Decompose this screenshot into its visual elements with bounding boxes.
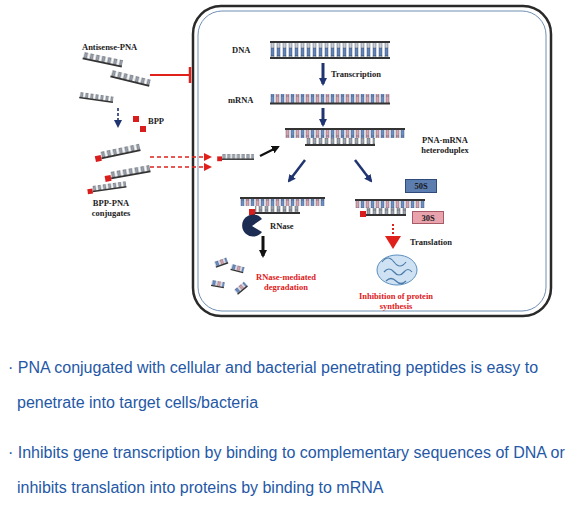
mrna-bases	[355, 201, 425, 208]
cell-wall	[193, 6, 551, 316]
bullet-text: · Inhibits gene transcription by binding…	[8, 435, 573, 505]
process-arrow	[322, 63, 325, 84]
fragment	[211, 280, 225, 288]
mrna-backbone	[240, 197, 325, 199]
molecule-label: mRNA	[228, 95, 254, 105]
subunit-label: 50S	[414, 181, 427, 191]
inhibition-line	[150, 74, 190, 76]
process-label: Transcription	[331, 69, 381, 79]
dna-backbone	[270, 57, 390, 59]
rnase-enzyme	[242, 214, 262, 236]
pna-backbone	[255, 212, 300, 214]
ribosome-subunit: 50S	[405, 179, 437, 193]
pna-strand	[83, 52, 123, 67]
mrna-backbone	[270, 103, 390, 105]
conjugation-arrow	[117, 108, 119, 126]
pna-backbone	[305, 144, 375, 146]
mrna-bases	[270, 94, 390, 103]
bullet-text: · PNA conjugated with cellular and bacte…	[8, 350, 573, 420]
molecule-label: BPP	[148, 116, 164, 126]
fragment	[231, 264, 245, 273]
pna-bases	[366, 208, 406, 214]
pna-strand	[110, 70, 150, 86]
entry-arrow	[150, 156, 210, 158]
bpp-pna-conjugate	[104, 165, 151, 182]
outcome-label: Inhibition of protein synthesis	[352, 291, 440, 311]
bpp-pna-conjugate	[217, 154, 254, 161]
pna-bases	[305, 138, 375, 144]
strand-label: BPP-PNA conjugates	[80, 198, 142, 218]
molecule-label: DNA	[232, 45, 250, 55]
mrna-bases	[240, 199, 325, 206]
bpp-pna-conjugate	[94, 144, 141, 162]
mrna-backbone	[285, 128, 405, 130]
inhibition-bar	[189, 67, 192, 83]
dna-bases	[270, 42, 390, 58]
bpp-square	[133, 116, 139, 122]
protein	[377, 255, 417, 285]
blocked-arrow	[392, 224, 394, 236]
bpp-square	[360, 211, 366, 217]
process-arrow	[262, 236, 265, 256]
molecule-label: PNA-mRNA heteroduplex	[410, 135, 480, 155]
strand-label: Antisense-PNA	[82, 42, 137, 52]
bpp-square	[140, 126, 146, 132]
pathway-arrow	[355, 160, 371, 181]
process-arrow	[322, 108, 325, 125]
outcome-label: RNase-mediated degradation	[248, 272, 324, 292]
bpp-pna-conjugate	[87, 181, 127, 194]
pna-strand	[79, 92, 113, 102]
bpp-square	[249, 209, 255, 215]
dna-backbone	[270, 41, 390, 43]
cell-membrane	[198, 11, 546, 311]
enzyme-label: RNase	[270, 221, 294, 231]
binding-arrow	[260, 147, 278, 156]
pathway-arrow	[289, 160, 305, 181]
ribosome-subunit: 30S	[412, 211, 444, 224]
fragment	[214, 258, 228, 268]
entry-arrow	[150, 166, 210, 168]
blocked-arrow-head	[385, 236, 401, 249]
fragment	[234, 282, 247, 295]
mrna-backbone	[355, 199, 425, 201]
protein-fold	[382, 258, 412, 284]
process-label: Translation	[410, 237, 452, 247]
pna-backbone	[366, 214, 406, 216]
subunit-label: 30S	[421, 213, 434, 223]
pna-bases	[255, 206, 300, 212]
mrna-bases	[285, 130, 405, 138]
